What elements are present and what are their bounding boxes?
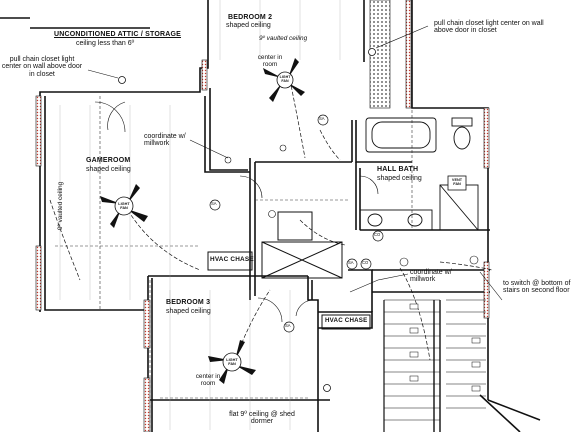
bedroom2-label: BEDROOM 2	[228, 14, 273, 21]
hvac-chase-1-box	[207, 211, 343, 279]
roof-lines	[55, 96, 413, 432]
bedroom2-ceiling: shaped ceiling	[226, 22, 271, 29]
co-detector-icon	[360, 230, 384, 270]
hvac-chase-2-label: HVAC CHASE	[325, 317, 368, 324]
leader-lines	[87, 25, 503, 301]
smoke-alarm-label: SA	[285, 323, 291, 328]
stair-switch-note: to switch @ bottom of stairs on second f…	[503, 280, 571, 295]
bedroom3-ceiling: shaped ceiling	[166, 308, 211, 315]
bath-fixtures	[359, 117, 479, 231]
co-detector-label: CO	[374, 232, 381, 237]
pull-chain-light-icon	[118, 48, 376, 392]
bedroom2-vault: 9º vaulted ceiling	[259, 35, 308, 42]
hatched-walls	[35, 0, 490, 432]
hallbath-label: HALL BATH	[377, 166, 419, 173]
bedroom3-dormer-note: flat 9º ceiling @ shed dormer	[229, 411, 295, 426]
ceiling-fan-icon	[100, 184, 148, 228]
smoke-alarm-label: SA	[211, 201, 217, 206]
millwork-note-2: coordinate w/ millwork	[410, 269, 452, 284]
door-swings	[94, 101, 379, 323]
attic-ceiling-note: ceiling less than 6º	[76, 40, 135, 47]
stairs	[383, 299, 486, 432]
hvac-chase-2-box	[321, 314, 371, 330]
millwork-note-1: coordinate w/ millwork	[144, 133, 186, 148]
closet-light-note-right: pull chain closet light center on wall a…	[434, 20, 544, 35]
closet-light-note-left: pull chain closet light center on wall a…	[1, 56, 83, 78]
gameroom-vault: 9º vaulted ceiling	[57, 181, 64, 230]
ceiling-fan-icon	[263, 58, 305, 102]
bedroom2-fan-note: center in room	[257, 54, 283, 68]
smoke-alarm-icon	[209, 114, 358, 333]
bedroom3-fan-note: center in room	[195, 373, 221, 387]
attic-room-label: UNCONDITIONED ATTIC / STORAGE	[54, 31, 182, 38]
gameroom-ceiling: shaped ceiling	[86, 166, 131, 173]
co-detector-label: CO	[362, 260, 369, 265]
walls	[0, 0, 541, 432]
gridlines	[59, 0, 341, 430]
ceiling-fan-icon	[208, 340, 256, 384]
gameroom-label: GAMEROOM	[86, 157, 131, 164]
vent-fan-icon	[447, 175, 467, 191]
smoke-alarm-label: SA	[348, 260, 354, 265]
hvac-chase-1-label: HVAC CHASE	[210, 256, 254, 263]
step-light-markers	[409, 303, 481, 392]
smoke-alarm-label: SA	[319, 116, 325, 121]
hallbath-ceiling: shaped ceiling	[377, 175, 422, 182]
recessed-light-icon	[224, 144, 479, 267]
bedroom3-label: BEDROOM 3	[166, 299, 211, 306]
